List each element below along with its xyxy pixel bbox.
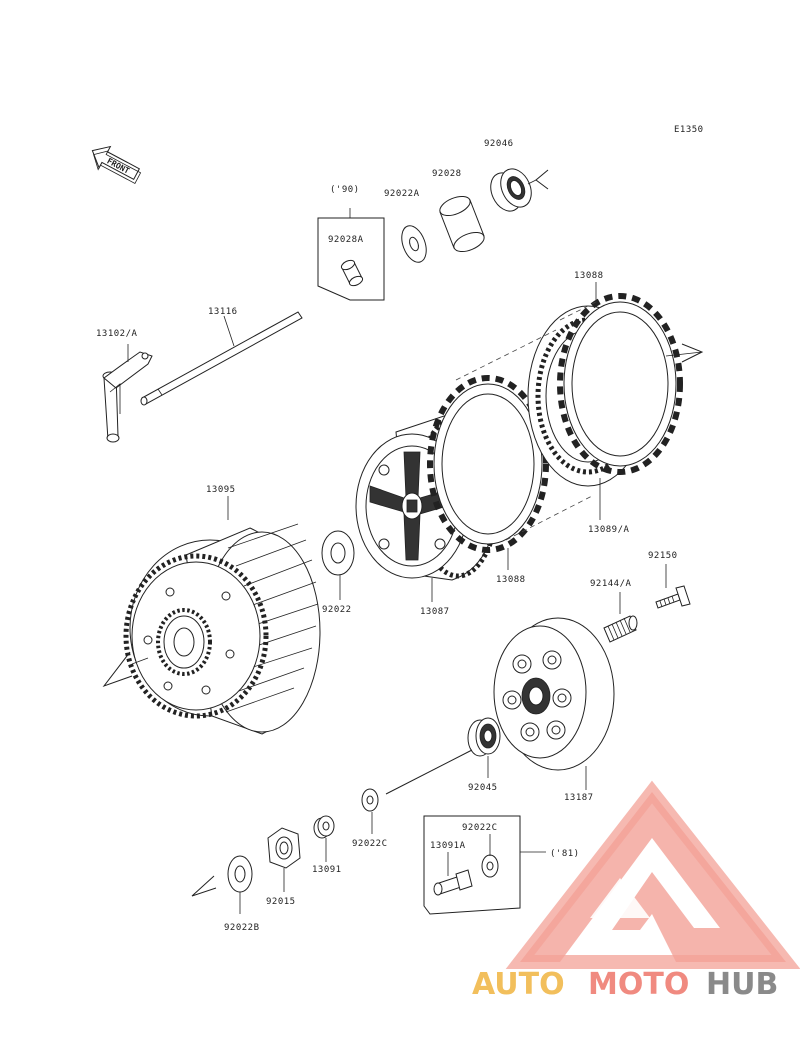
watermark-text: AUTO MOTO HUB — [472, 967, 778, 1002]
part-92022B-washer — [227, 855, 253, 893]
part-92045-ball-bearing — [467, 717, 501, 757]
part-13187-pressure-plate — [493, 617, 615, 771]
label-92045: 92045 — [468, 783, 498, 793]
watermark-auto: AUTO — [472, 967, 565, 1002]
part-13116-push-rod — [140, 311, 303, 406]
label-92022C-b: 92022C — [462, 823, 498, 833]
label-81: ('81) — [550, 849, 580, 859]
label-13088-top: 13088 — [574, 271, 604, 281]
box-90-inset — [317, 208, 385, 301]
label-92150: 92150 — [648, 551, 678, 561]
label-13091: 13091 — [312, 865, 342, 875]
label-92015: 92015 — [266, 897, 296, 907]
part-13091-collar — [313, 815, 335, 839]
part-92015-nut — [267, 827, 301, 869]
label-92022C-a: 92022C — [352, 839, 388, 849]
part-92022A-washer — [401, 225, 427, 263]
part-13091A-collar — [433, 869, 473, 896]
box-81-inset — [423, 815, 546, 915]
label-90: ('90) — [330, 185, 360, 195]
label-92144A: 92144/A — [590, 579, 632, 589]
label-92028: 92028 — [432, 169, 462, 179]
part-92144A-spring — [603, 615, 638, 643]
watermark-moto: MOTO — [588, 967, 689, 1002]
part-92022C-washer — [361, 788, 379, 812]
part-13102A-release-lever — [102, 351, 153, 443]
part-92028-sleeve — [439, 195, 485, 253]
label-13091A: 13091A — [430, 841, 466, 851]
part-92022-washer — [321, 530, 355, 576]
part-labels: 92046 92028 92022A ('90) 92028A 13088 13… — [96, 139, 678, 933]
label-92022: 92022 — [322, 605, 352, 615]
label-13102A: 13102/A — [96, 329, 138, 339]
label-13116: 13116 — [208, 307, 238, 317]
diagram-code: E1350 — [674, 125, 704, 135]
label-13088-bottom: 13088 — [496, 575, 526, 585]
part-92046-needle-bearing — [490, 168, 532, 212]
label-92046: 92046 — [484, 139, 514, 149]
part-13095-clutch-housing — [123, 523, 321, 735]
label-13187: 13187 — [564, 793, 594, 803]
label-13095: 13095 — [206, 485, 236, 495]
part-13088-friction-plate-rear — [557, 293, 683, 475]
watermark-hub: HUB — [706, 967, 778, 1002]
label-13089A: 13089/A — [588, 525, 630, 535]
watermark-logo — [505, 780, 800, 969]
label-92028A: 92028A — [328, 235, 364, 245]
label-92022A: 92022A — [384, 189, 420, 199]
part-92150-bolt — [655, 585, 691, 609]
label-92022B: 92022B — [224, 923, 260, 933]
part-92028A-bushing — [340, 259, 364, 287]
part-92022C-washer-81 — [481, 854, 499, 878]
part-13088-friction-plate — [427, 375, 549, 553]
front-arrow-icon: FRONT — [91, 145, 142, 184]
label-13087: 13087 — [420, 607, 450, 617]
